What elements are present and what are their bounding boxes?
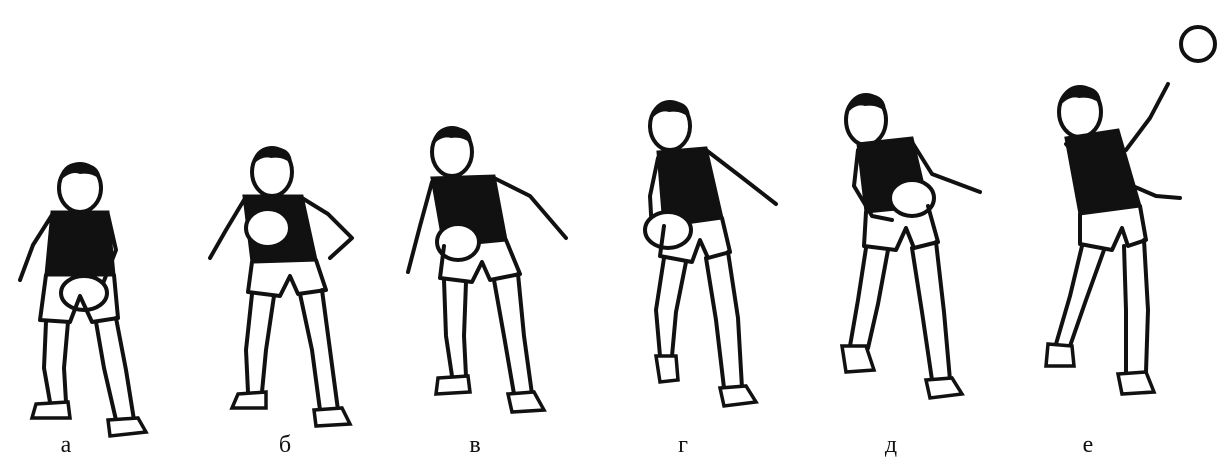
frame-label-d: д bbox=[871, 430, 911, 460]
figure-frame-e bbox=[1046, 27, 1215, 394]
frame-label-e: е bbox=[1068, 430, 1108, 460]
frame-label-g: г bbox=[663, 430, 703, 460]
player-left-leg bbox=[246, 294, 274, 392]
player-right-leg bbox=[1124, 240, 1148, 372]
player-left-leg bbox=[656, 258, 686, 356]
figure-frame-v bbox=[408, 127, 566, 412]
player-head bbox=[251, 147, 292, 196]
player-right-leg bbox=[96, 318, 134, 420]
frame-label-b: б bbox=[265, 430, 305, 460]
player-right-leg bbox=[494, 274, 532, 394]
frame-label-v: в bbox=[455, 430, 495, 460]
frame-label-a: а bbox=[46, 430, 86, 460]
player-right-shoe bbox=[314, 408, 350, 426]
player-right-shoe bbox=[926, 378, 962, 398]
player-left-leg bbox=[1056, 246, 1104, 346]
player-jersey bbox=[46, 212, 114, 275]
player-left-shoe bbox=[842, 346, 874, 372]
player-shorts bbox=[248, 260, 326, 296]
player-right-leg bbox=[706, 252, 742, 388]
player-left-arm bbox=[210, 200, 244, 258]
player-right-leg bbox=[912, 242, 950, 380]
player-left-leg bbox=[444, 280, 466, 376]
figure-frame-a bbox=[20, 163, 146, 436]
player-right-shoe bbox=[108, 418, 146, 436]
figure-frame-d bbox=[842, 94, 980, 398]
player-left-shoe bbox=[232, 392, 266, 408]
player-left-leg bbox=[44, 322, 68, 402]
player-left-shoe bbox=[1046, 344, 1074, 366]
player-left-shoe bbox=[436, 376, 470, 394]
ball bbox=[246, 209, 290, 247]
player-head bbox=[431, 127, 472, 176]
player-head bbox=[650, 101, 690, 150]
player-left-leg bbox=[850, 248, 888, 348]
player-jersey bbox=[1066, 130, 1140, 214]
player-right-shoe bbox=[1118, 372, 1154, 394]
tossed-ball bbox=[1181, 27, 1215, 61]
player-left-arm bbox=[408, 182, 432, 272]
player-left-shoe bbox=[32, 402, 70, 418]
player-right-shoe bbox=[508, 392, 544, 412]
player-left-shoe bbox=[656, 356, 678, 382]
player-head bbox=[846, 94, 886, 145]
player-right-leg bbox=[300, 290, 338, 410]
player-right-shoe bbox=[720, 386, 756, 406]
player-head bbox=[58, 163, 101, 212]
figure-frame-b bbox=[210, 147, 352, 426]
figure-frame-g bbox=[645, 101, 776, 406]
player-head bbox=[1059, 86, 1101, 137]
ball bbox=[645, 212, 691, 248]
